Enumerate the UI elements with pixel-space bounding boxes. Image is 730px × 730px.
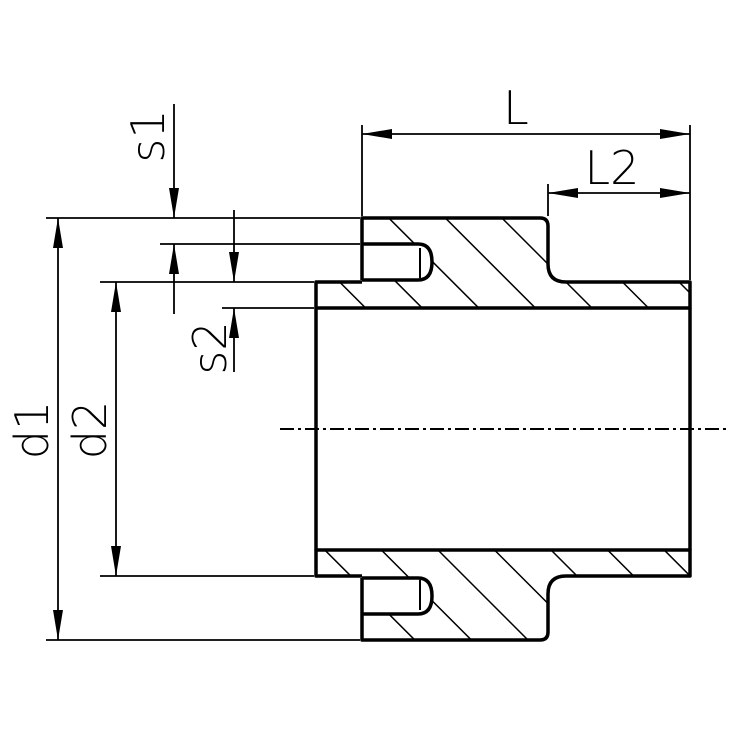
dimensions xyxy=(46,104,691,641)
part-section xyxy=(280,216,726,642)
top-outline xyxy=(314,216,692,310)
label-s2: s2 xyxy=(183,321,237,374)
label-l2: L2 xyxy=(585,141,640,195)
label-d2: d2 xyxy=(63,401,117,459)
top-slot xyxy=(362,244,432,280)
bottom-outline xyxy=(314,548,692,642)
label-l: L xyxy=(503,81,529,135)
top-wall-hatch xyxy=(316,218,690,308)
bottom-wall-hatch xyxy=(316,550,690,640)
label-d1: d1 xyxy=(5,401,59,459)
bottom-slot-outline xyxy=(362,576,434,616)
bottom-slot xyxy=(362,578,432,614)
top-slot-outline xyxy=(362,242,434,282)
dimension-labels: L L2 s1 s2 d1 d2 xyxy=(5,81,639,459)
label-s1: s1 xyxy=(121,109,175,162)
